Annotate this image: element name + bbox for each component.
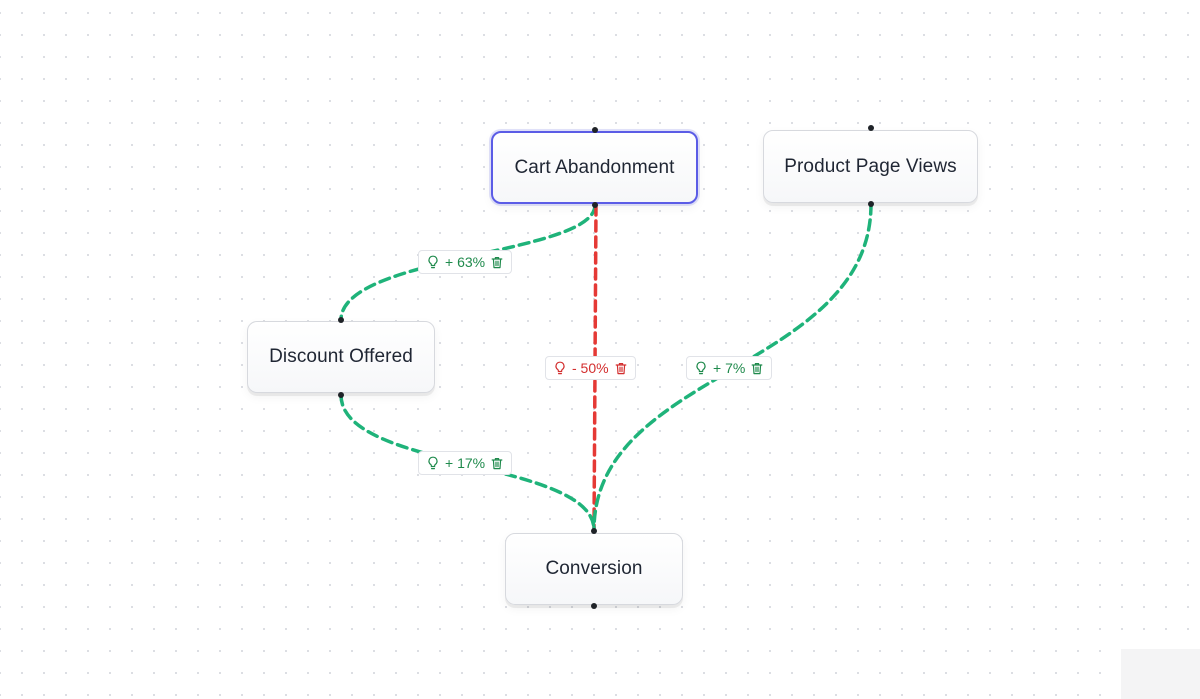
edge-effect-value: + 17% [445, 455, 486, 471]
handle-conversion-top[interactable] [591, 528, 597, 534]
node-label: Conversion [545, 558, 643, 579]
node-product-page-views[interactable]: Product Page Views [763, 130, 978, 203]
lightbulb-icon[interactable] [427, 456, 439, 470]
handle-product-bottom[interactable] [868, 201, 874, 207]
node-label: Discount Offered [269, 346, 413, 367]
minimap-placeholder [1121, 649, 1200, 699]
edge-label-discount-to-conversion[interactable]: + 17% [418, 451, 513, 475]
handle-cart-top[interactable] [592, 127, 598, 133]
edge-label-product-to-conversion[interactable]: + 7% [686, 356, 773, 380]
trash-icon[interactable] [615, 362, 627, 375]
edge-effect-value: + 63% [445, 254, 486, 270]
trash-icon[interactable] [751, 362, 763, 375]
node-cart-abandonment[interactable]: Cart Abandonment [491, 131, 698, 204]
lightbulb-icon[interactable] [427, 255, 439, 269]
node-label: Product Page Views [784, 155, 957, 177]
handle-product-top[interactable] [868, 125, 874, 131]
trash-icon[interactable] [491, 256, 503, 269]
handle-conversion-bottom[interactable] [591, 603, 597, 609]
edge-label-cart-to-discount[interactable]: + 63% [418, 250, 513, 274]
lightbulb-icon[interactable] [554, 361, 566, 375]
node-discount-offered[interactable]: Discount Offered [247, 321, 435, 393]
lightbulb-icon[interactable] [695, 361, 707, 375]
edge-label-cart-to-conversion[interactable]: - 50% [545, 356, 636, 380]
trash-icon[interactable] [491, 457, 503, 470]
node-label: Cart Abandonment [514, 156, 675, 178]
handle-discount-bottom[interactable] [338, 392, 344, 398]
handle-cart-bottom[interactable] [592, 202, 598, 208]
node-conversion[interactable]: Conversion [505, 533, 683, 605]
handle-discount-top[interactable] [338, 317, 344, 323]
edge-effect-value: - 50% [572, 360, 609, 376]
edge-effect-value: + 7% [713, 360, 746, 376]
